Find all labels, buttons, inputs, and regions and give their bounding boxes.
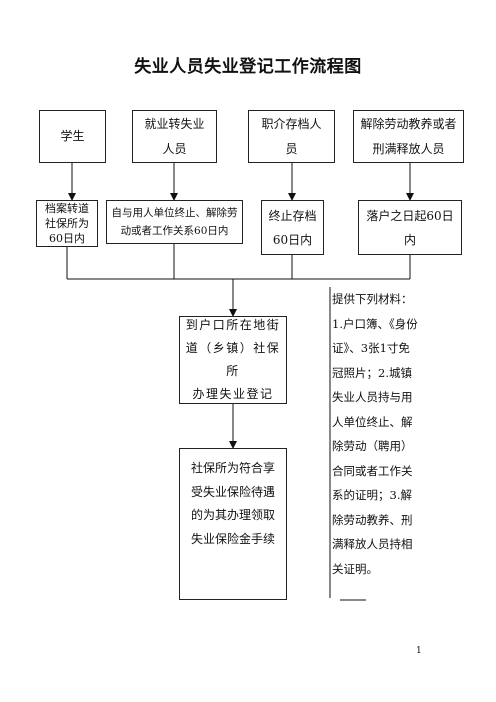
box-benefit-processing: 社保所为符合享 受失业保险待遇 的为其办理领取 失业保险金手续 bbox=[179, 448, 287, 600]
box-released-persons: 解除劳动教养或者 刑满释放人员 bbox=[353, 110, 464, 163]
box-employed-label: 就业转失业 人员 bbox=[144, 116, 205, 156]
box-benefit-label: 社保所为符合享 受失业保险待遇 的为其办理领取 失业保险金手续 bbox=[190, 461, 275, 546]
box-student: 学生 bbox=[39, 110, 106, 163]
box-settle-household: 落户之日起60日 内 bbox=[358, 200, 462, 255]
box-archive-transfer-label: 档案转道 社保所为 60日内 bbox=[45, 202, 89, 245]
box-agency-archive: 职介存档人 员 bbox=[248, 110, 335, 163]
box-termination-contract: 自与用人单位终止、解除劳 动或者工作关系60日内 bbox=[106, 200, 243, 244]
materials-notes: 提供下列材料： 1.户口簿、《身份 证》、3张1寸免 冠照片；2.城镇 失业人员… bbox=[332, 287, 424, 581]
box-settle-household-label: 落户之日起60日 内 bbox=[366, 208, 454, 247]
box-unemployment-registration: 到户口所在地街 道（乡镇）社保所 办理失业登记 bbox=[179, 316, 287, 404]
box-terminate-archive-label: 终止存档 60日内 bbox=[268, 208, 317, 247]
box-agency-label: 职介存档人 员 bbox=[261, 116, 322, 156]
box-released-label: 解除劳动教养或者 刑满释放人员 bbox=[360, 116, 457, 156]
page-number: 1 bbox=[416, 646, 422, 656]
box-terminate-archive: 终止存档 60日内 bbox=[261, 200, 324, 255]
box-employed-to-unemployed: 就业转失业 人员 bbox=[132, 110, 217, 163]
page-title: 失业人员失业登记工作流程图 bbox=[134, 57, 362, 77]
box-archive-transfer: 档案转道 社保所为 60日内 bbox=[36, 200, 98, 247]
box-termination-label: 自与用人单位终止、解除劳 动或者工作关系60日内 bbox=[111, 207, 238, 237]
box-student-label: 学生 bbox=[60, 129, 85, 143]
box-registration-label: 到户口所在地街 道（乡镇）社保所 办理失业登记 bbox=[185, 318, 281, 401]
materials-notes-text: 提供下列材料： 1.户口簿、《身份 证》、3张1寸免 冠照片；2.城镇 失业人员… bbox=[332, 292, 418, 576]
